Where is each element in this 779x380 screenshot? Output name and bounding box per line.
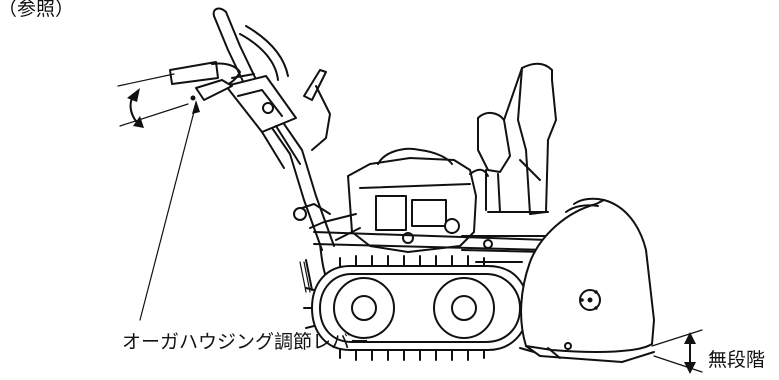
track-wheel-right bbox=[433, 277, 495, 339]
auger-lever-grip bbox=[169, 61, 255, 101]
handlebar-frame bbox=[212, 7, 335, 251]
double-arrow-icon bbox=[117, 73, 189, 128]
auger-lever-label: オーガハウジング調節レバー bbox=[122, 331, 370, 353]
main-frame bbox=[293, 203, 549, 293]
discharge-chute bbox=[477, 62, 557, 215]
engine-body bbox=[309, 147, 489, 253]
stepless-range-label: 無段階 bbox=[708, 349, 766, 371]
auger-housing bbox=[519, 197, 655, 363]
leader-arrowhead bbox=[192, 100, 200, 114]
track-wheel-left bbox=[333, 277, 395, 339]
header-fragment: （参照） bbox=[0, 0, 75, 20]
lever-leader-line bbox=[139, 103, 197, 321]
double-arrow-icon bbox=[651, 329, 703, 374]
